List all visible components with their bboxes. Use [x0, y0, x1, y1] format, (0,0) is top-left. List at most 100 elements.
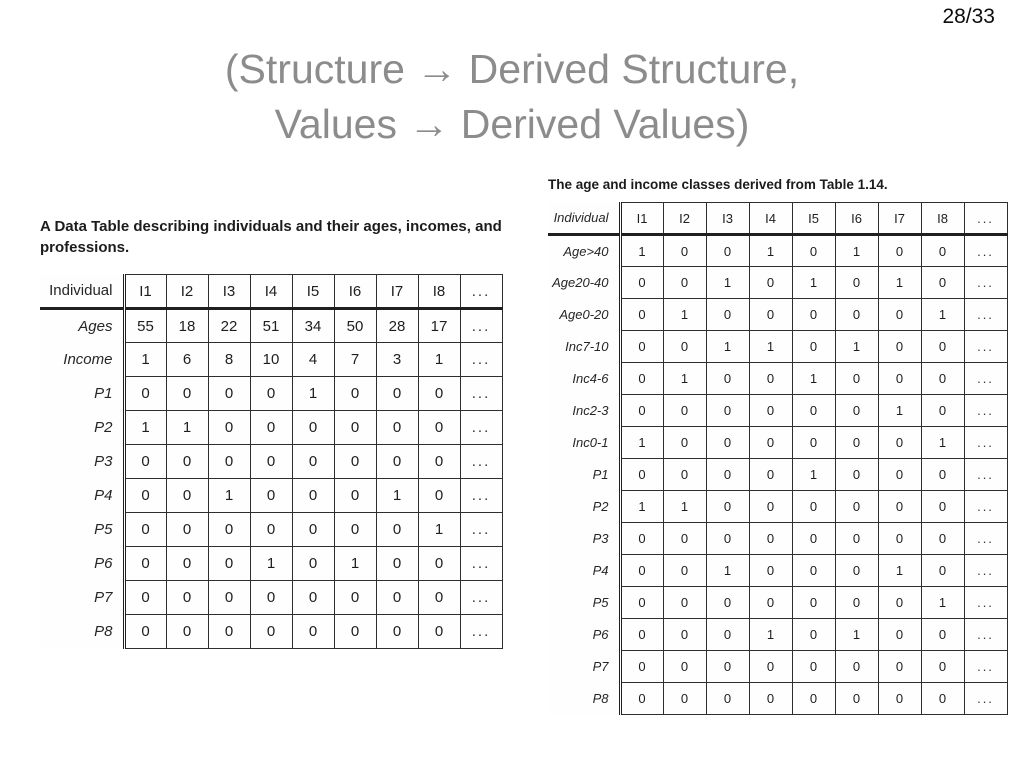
table-cell: 0	[165, 376, 209, 411]
table-cell: 0	[122, 580, 167, 615]
table-cell: ...	[459, 614, 503, 649]
table-cell: ...	[459, 410, 503, 445]
column-header: ...	[459, 274, 503, 310]
row-label: P2	[592, 499, 609, 514]
table-cell: 0	[834, 458, 879, 491]
table-cell: 0	[705, 618, 750, 651]
table-cell: 0	[877, 426, 922, 459]
table-cell: 0	[748, 554, 793, 587]
table-cell: 0	[662, 266, 707, 299]
table-cell: 0	[834, 586, 879, 619]
table-cell: 0	[877, 458, 922, 491]
table-cell: 0	[375, 410, 419, 445]
table-cell: 0	[417, 614, 461, 649]
table-cell: 0	[920, 266, 965, 299]
row-label: P7	[94, 589, 113, 606]
table-cell: 0	[662, 458, 707, 491]
table-cell: 0	[877, 298, 922, 331]
table-cell: 0	[618, 330, 664, 363]
table-cell: 0	[705, 586, 750, 619]
row-label: Inc0-1	[572, 435, 609, 450]
table-cell: 1	[333, 546, 377, 581]
table-cell: 0	[662, 650, 707, 683]
table-cell: 0	[834, 554, 879, 587]
table-cell: 0	[375, 580, 419, 615]
table-cell: 1	[748, 618, 793, 651]
table-cell: 0	[165, 478, 209, 513]
table-cell: 0	[417, 410, 461, 445]
table-cell: 0	[662, 682, 707, 715]
table-cell: ...	[459, 512, 503, 547]
table-cell: 0	[791, 682, 836, 715]
table-cell: 0	[122, 478, 167, 513]
table-cell: 0	[165, 512, 209, 547]
table-cell: 0	[291, 444, 335, 479]
table-cell: ...	[963, 490, 1008, 523]
table-cell: 0	[791, 650, 836, 683]
row-label: P8	[592, 691, 609, 706]
table-cell: 1	[877, 394, 922, 427]
table-cell: 0	[249, 580, 293, 615]
table-cell: 0	[207, 444, 251, 479]
corner-header: Individual	[40, 274, 124, 310]
table-cell: 1	[791, 266, 836, 299]
table-cell: 0	[705, 234, 750, 267]
page-number: 28/33	[942, 5, 995, 28]
table-cell: 0	[207, 614, 251, 649]
column-header: I8	[920, 202, 965, 236]
table-cell: ...	[963, 426, 1008, 459]
table-cell: 4	[291, 342, 335, 377]
row-label: P7	[592, 659, 609, 674]
table-cell: 0	[122, 444, 167, 479]
table-cell: 1	[920, 426, 965, 459]
table-cell: 1	[920, 586, 965, 619]
table-cell: 0	[165, 444, 209, 479]
table-cell: 0	[618, 554, 664, 587]
table-cell: 0	[165, 546, 209, 581]
table-cell: 0	[834, 682, 879, 715]
table-cell: 0	[291, 512, 335, 547]
table-cell: ...	[963, 234, 1008, 267]
table-cell: 0	[249, 614, 293, 649]
column-header: I3	[207, 274, 251, 310]
table-cell: 0	[291, 478, 335, 513]
table-cell: 1	[705, 330, 750, 363]
table-cell: 0	[791, 522, 836, 555]
row-label: Income	[63, 351, 113, 368]
table-cell: 0	[705, 362, 750, 395]
table-cell: 18	[165, 308, 209, 343]
table-cell: 0	[834, 522, 879, 555]
row-label: Age0-20	[559, 307, 609, 322]
table-cell: 0	[662, 394, 707, 427]
row-label: P3	[94, 453, 113, 470]
table-cell: ...	[963, 522, 1008, 555]
column-header: I7	[375, 274, 419, 310]
table-cell: 0	[791, 298, 836, 331]
row-label: Inc2-3	[572, 403, 609, 418]
table-cell: 1	[618, 490, 664, 523]
table-cell: 34	[291, 308, 335, 343]
table-cell: 0	[165, 614, 209, 649]
table-cell: 0	[165, 580, 209, 615]
row-label: Inc4-6	[572, 371, 609, 386]
table-cell: 0	[877, 522, 922, 555]
table-cell: 0	[375, 614, 419, 649]
title-line-2: Values → Derived Values)	[274, 101, 750, 147]
table-cell: ...	[459, 478, 503, 513]
table-cell: 0	[877, 586, 922, 619]
table-cell: 0	[618, 298, 664, 331]
table-cell: 0	[791, 234, 836, 267]
table-cell: 0	[834, 362, 879, 395]
table-cell: 0	[705, 522, 750, 555]
original-data-table-figure: A Data Table describing individuals and …	[40, 216, 518, 649]
table-cell: 8	[207, 342, 251, 377]
